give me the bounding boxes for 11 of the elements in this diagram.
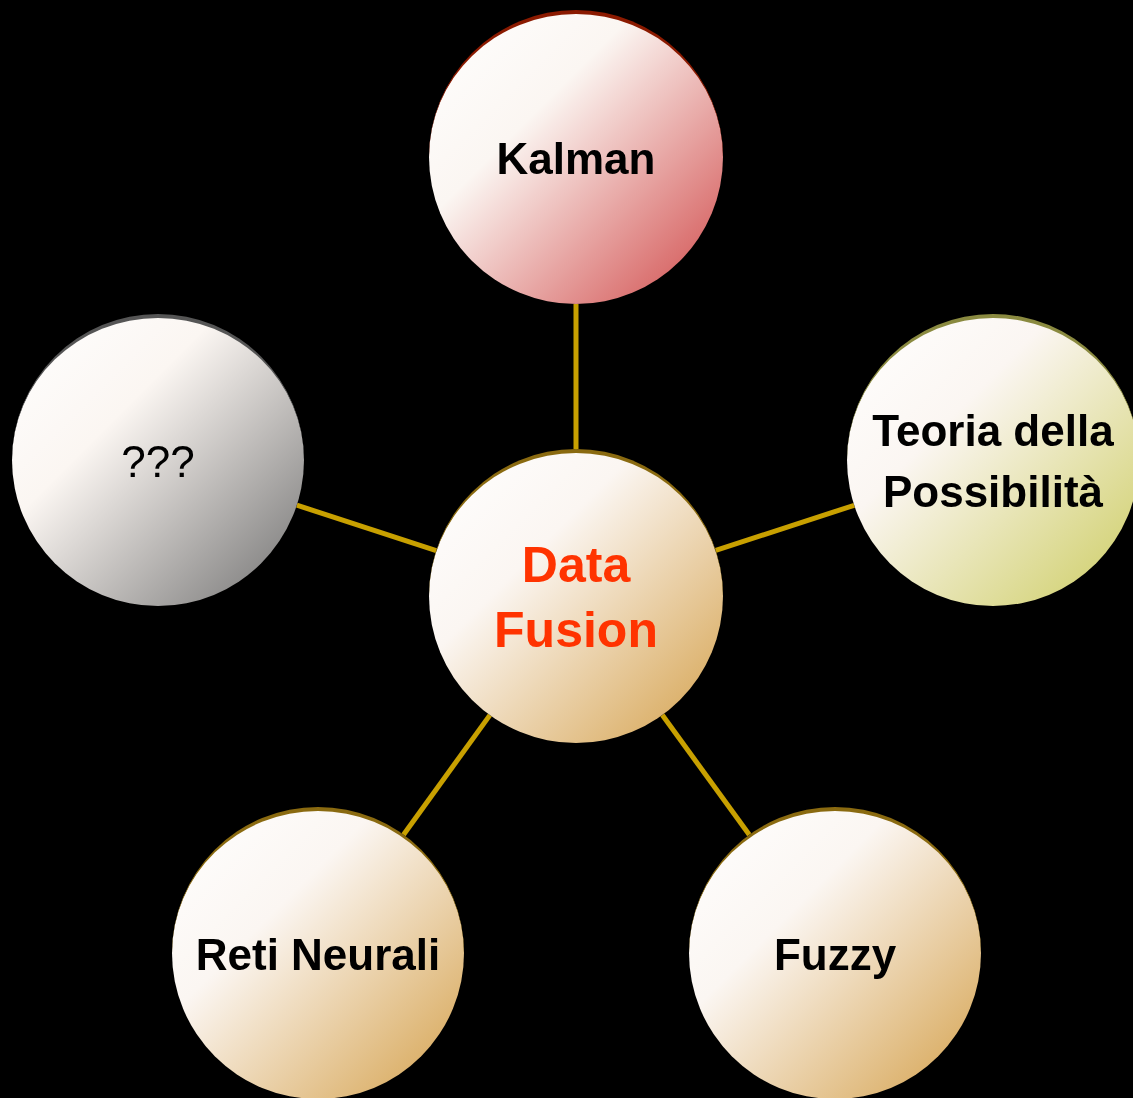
node-label: Teoria della Possibilità — [871, 405, 1115, 518]
connector-line — [573, 304, 579, 449]
node-label: Kalman — [495, 133, 657, 186]
node-label: Data Fusion — [493, 536, 659, 660]
connector-line — [401, 713, 492, 837]
connector-line — [715, 502, 855, 553]
node-label: ??? — [120, 436, 196, 489]
connector-line — [296, 502, 437, 553]
node-label: Reti Neurali — [194, 929, 442, 982]
node-label: Fuzzy — [772, 929, 898, 982]
connector-line — [660, 713, 752, 837]
